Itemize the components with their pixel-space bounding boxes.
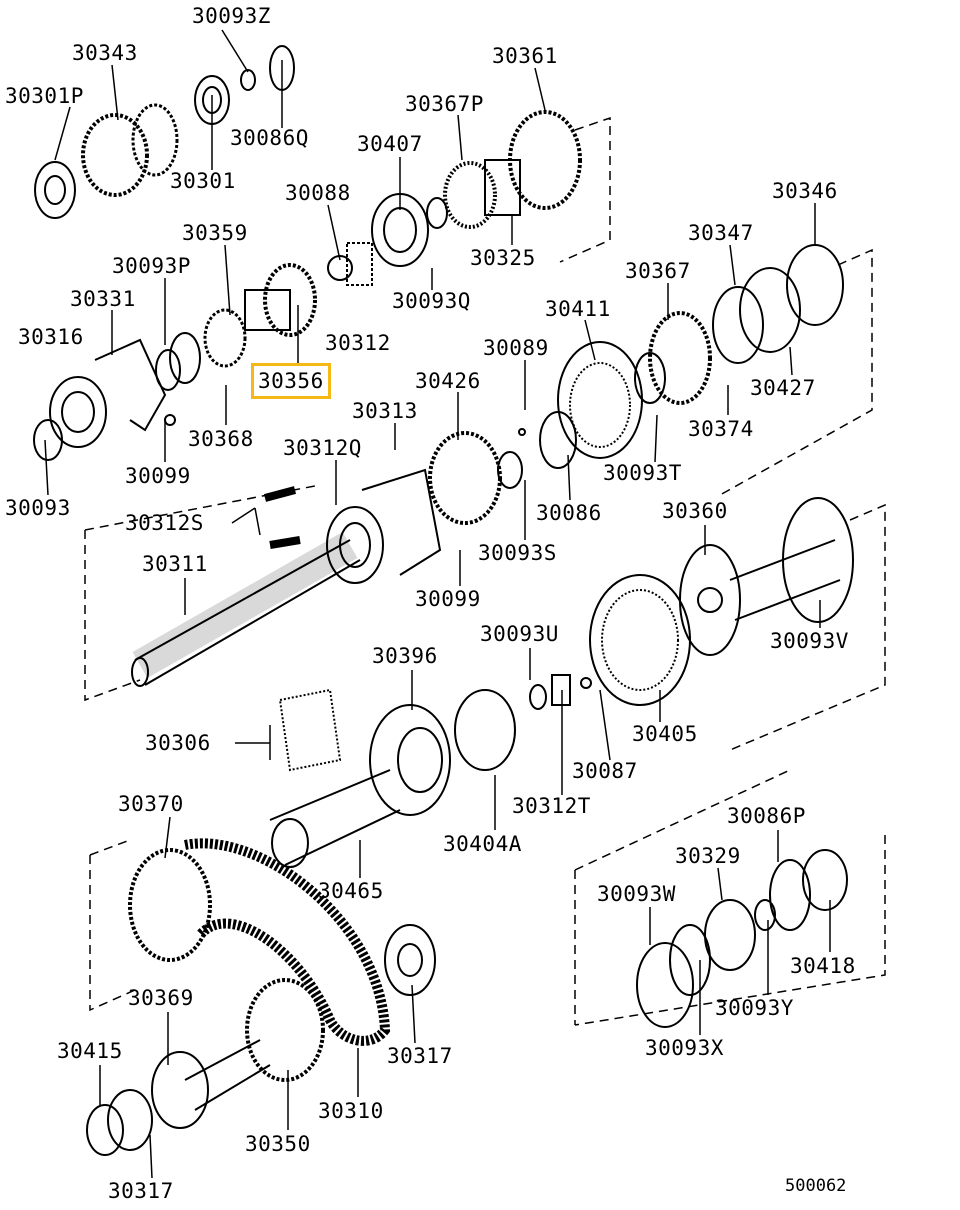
part-label-30465[interactable]: 30465 (318, 879, 384, 903)
part-label-30404a[interactable]: 30404A (443, 832, 522, 856)
part-label-30426[interactable]: 30426 (415, 369, 481, 393)
part-label-30360[interactable]: 30360 (662, 499, 728, 523)
part-label-30427[interactable]: 30427 (750, 376, 816, 400)
part-label-30369[interactable]: 30369 (128, 986, 194, 1010)
part-label-30310[interactable]: 30310 (318, 1099, 384, 1123)
part-label-30093w[interactable]: 30093W (597, 882, 676, 906)
part-label-30311[interactable]: 30311 (142, 552, 208, 576)
part-label-30347[interactable]: 30347 (688, 221, 754, 245)
part-label-30088[interactable]: 30088 (285, 181, 351, 205)
part-label-30346[interactable]: 30346 (772, 179, 838, 203)
part-label-30374[interactable]: 30374 (688, 417, 754, 441)
part-label-30331[interactable]: 30331 (70, 287, 136, 311)
part-label-30306[interactable]: 30306 (145, 731, 211, 755)
part-label-highlighted-30356[interactable]: 30356 (251, 363, 331, 399)
part-label-30367[interactable]: 30367 (625, 259, 691, 283)
part-label-30368[interactable]: 30368 (188, 427, 254, 451)
part-label-30359[interactable]: 30359 (182, 221, 248, 245)
part-label-30312s[interactable]: 30312S (125, 511, 204, 535)
part-label-30317[interactable]: 30317 (387, 1044, 453, 1068)
diagram-code: 500062 (785, 1176, 847, 1196)
part-label-30350[interactable]: 30350 (245, 1132, 311, 1156)
part-label-30361[interactable]: 30361 (492, 44, 558, 68)
part-label-30093[interactable]: 30093 (5, 496, 71, 520)
part-label-30086[interactable]: 30086 (536, 501, 602, 525)
part-label-30301[interactable]: 30301 (170, 169, 236, 193)
part-label-30093t[interactable]: 30093T (603, 461, 682, 485)
part-label-30405[interactable]: 30405 (632, 722, 698, 746)
part-label-30316[interactable]: 30316 (18, 325, 84, 349)
part-label-30411[interactable]: 30411 (545, 297, 611, 321)
part-label-30099[interactable]: 30099 (125, 464, 191, 488)
part-label-30343[interactable]: 30343 (72, 41, 138, 65)
part-label-30093s[interactable]: 30093S (478, 541, 557, 565)
part-label-30301p[interactable]: 30301P (5, 84, 84, 108)
part-label-30396[interactable]: 30396 (372, 644, 438, 668)
part-label-30312[interactable]: 30312 (325, 331, 391, 355)
parts (33, 45, 854, 1156)
part-label-30089[interactable]: 30089 (483, 336, 549, 360)
part-label-30367p[interactable]: 30367P (405, 92, 484, 116)
part-label-30086p[interactable]: 30086P (727, 804, 806, 828)
part-label-30370[interactable]: 30370 (118, 792, 184, 816)
leader-lines (44, 29, 831, 1179)
part-label-30093p[interactable]: 30093P (112, 254, 191, 278)
part-label-30093q[interactable]: 30093Q (392, 289, 471, 313)
part-label-30093z[interactable]: 30093Z (192, 4, 271, 28)
part-label-30086q[interactable]: 30086Q (230, 126, 309, 150)
part-label-30418[interactable]: 30418 (790, 954, 856, 978)
part-label-30325[interactable]: 30325 (470, 246, 536, 270)
part-label-30407[interactable]: 30407 (357, 132, 423, 156)
part-label-30093v[interactable]: 30093V (770, 629, 849, 653)
part-label-30093x[interactable]: 30093X (645, 1036, 724, 1060)
part-label-30317[interactable]: 30317 (108, 1179, 174, 1203)
part-label-30415[interactable]: 30415 (57, 1039, 123, 1063)
part-label-30093y[interactable]: 30093Y (715, 996, 794, 1020)
part-label-30099[interactable]: 30099 (415, 587, 481, 611)
part-label-30313[interactable]: 30313 (352, 399, 418, 423)
part-label-30087[interactable]: 30087 (572, 759, 638, 783)
part-label-30093u[interactable]: 30093U (480, 622, 559, 646)
part-label-30312t[interactable]: 30312T (512, 794, 591, 818)
part-label-30312q[interactable]: 30312Q (283, 436, 362, 460)
part-label-30329[interactable]: 30329 (675, 844, 741, 868)
